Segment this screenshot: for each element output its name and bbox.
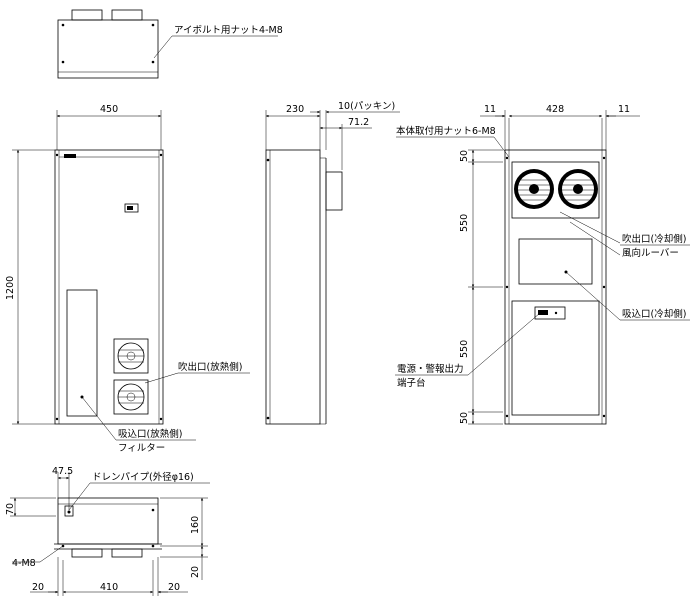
front-outlet-label: 吹出口(放熱側) xyxy=(178,361,242,373)
rear-right-margin-dim: 11 xyxy=(618,104,630,115)
top-view: アイボルト用ナット4-M8 xyxy=(57,9,283,79)
front-fan-upper xyxy=(113,338,149,374)
bottom-drain-note: ドレンパイプ(外径φ16) xyxy=(92,471,194,483)
side-view: 230 10(パッキン) 71.2 xyxy=(265,101,400,425)
rear-fan-right xyxy=(558,169,598,209)
bottom-fan-housing-right xyxy=(111,548,143,558)
rear-inlet-label: 吸込口(冷却側) xyxy=(622,308,686,320)
bottom-dim-20-side: 20 xyxy=(190,566,201,578)
drain-pipe xyxy=(64,505,74,517)
rear-outlet-label: 吹出口(冷却側) xyxy=(622,233,686,245)
rear-view: 11 428 11 本体取付用ナット6-M8 50 550 550 50 xyxy=(395,104,690,425)
front-filter-panel xyxy=(66,289,98,417)
rear-terminal-block-label: 端子台 xyxy=(397,377,426,389)
rear-mount-nut-note: 本体取付用ナット6-M8 xyxy=(396,125,496,137)
rear-dim-550-lower: 550 xyxy=(459,340,470,358)
top-view-body xyxy=(57,19,159,79)
bottom-dim-70: 70 xyxy=(5,503,16,515)
brand-logo xyxy=(64,154,76,158)
rear-lower-panel xyxy=(511,300,600,416)
rear-fan-left xyxy=(514,169,554,209)
rear-terminal-label: 電源・警報出力 xyxy=(397,363,464,375)
bottom-fan-housing-left xyxy=(71,548,103,558)
bottom-dim-410: 410 xyxy=(100,582,118,593)
rear-width-dim: 428 xyxy=(546,104,564,115)
rear-inlet-panel xyxy=(518,238,593,285)
front-view: 450 1200 xyxy=(5,104,250,454)
top-fan-housing-left xyxy=(71,9,103,21)
rear-fan-panel xyxy=(511,161,600,219)
rear-louver-label: 風向ルーバー xyxy=(622,247,679,259)
front-inlet-label: 吸込口(放熱側) xyxy=(118,428,182,440)
bottom-bolt-note: 4-M8 xyxy=(12,558,36,569)
rear-dim-50-bottom: 50 xyxy=(459,412,470,424)
side-packing-dim: 10(パッキン) xyxy=(338,101,395,112)
front-fan-lower xyxy=(113,379,149,415)
front-width-dim: 450 xyxy=(100,104,118,115)
top-fan-housing-right xyxy=(111,9,143,21)
eyebolt-note: アイボルト用ナット4-M8 xyxy=(174,25,283,36)
side-fan-housing xyxy=(325,171,343,211)
front-height-dim: 1200 xyxy=(5,276,16,300)
side-protrusion-dim: 71.2 xyxy=(348,117,369,128)
nameplate xyxy=(124,203,139,213)
front-view-body xyxy=(54,149,164,425)
rear-dim-50-top: 50 xyxy=(459,150,470,162)
bottom-dim-160: 160 xyxy=(190,516,201,534)
side-depth-dim: 230 xyxy=(286,104,304,115)
rear-view-body xyxy=(504,149,607,425)
side-view-body xyxy=(265,149,321,425)
bottom-dim-20-right: 20 xyxy=(168,582,180,593)
rear-dim-550-upper: 550 xyxy=(459,214,470,232)
bottom-view: 47.5 ドレンパイプ(外径φ16) 70 160 20 4 xyxy=(5,466,210,596)
front-filter-label: フィルター xyxy=(118,443,165,454)
bottom-drain-offset-dim: 47.5 xyxy=(52,466,73,477)
rear-left-margin-dim: 11 xyxy=(484,104,496,115)
terminal-block xyxy=(534,306,566,320)
bottom-dim-20-left: 20 xyxy=(32,582,44,593)
